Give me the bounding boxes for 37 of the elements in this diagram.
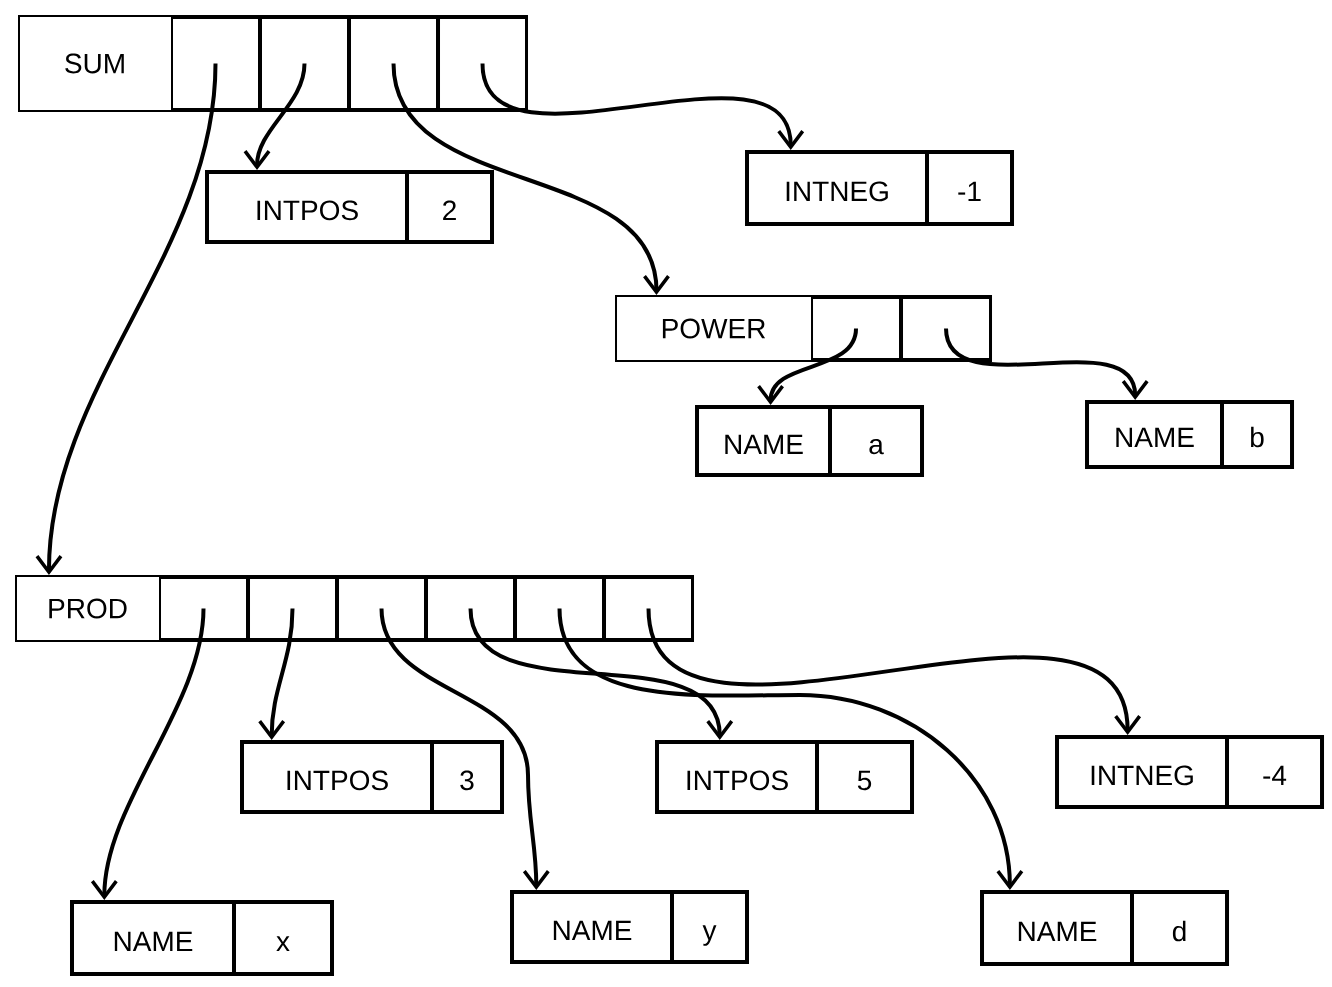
arrow <box>258 608 295 740</box>
pointer-cell <box>337 577 426 640</box>
value-box: NAME b <box>1085 400 1294 469</box>
pointer-cell <box>515 577 604 640</box>
pointer-cell <box>426 577 515 640</box>
value-box: INTPOS 5 <box>655 740 914 814</box>
arrow <box>35 63 218 575</box>
pointer-cell <box>438 17 527 110</box>
arrow <box>646 608 1142 735</box>
arrow <box>391 63 670 295</box>
value-box: INTPOS 2 <box>205 170 494 244</box>
value-box: NAME y <box>510 890 749 964</box>
pointer-cell <box>159 577 248 640</box>
value-box: INTNEG -1 <box>745 150 1014 226</box>
arrow <box>944 328 1149 400</box>
value-box: NAME x <box>70 900 334 976</box>
pointer-cell <box>901 297 991 360</box>
arrow <box>379 608 550 890</box>
pointer-cell <box>349 17 438 110</box>
value-box: NAME d <box>980 890 1229 966</box>
arrow <box>243 63 307 170</box>
record-box: SUM <box>18 15 528 112</box>
arrow <box>90 608 206 900</box>
value-box: NAME a <box>695 405 924 477</box>
value-box: INTNEG -4 <box>1055 735 1324 809</box>
pointer-cell <box>604 577 693 640</box>
record-box: PROD <box>15 575 694 642</box>
pointer-cell <box>260 17 349 110</box>
arrow <box>480 63 805 150</box>
record-box: POWER <box>615 295 992 362</box>
arrow <box>468 608 734 740</box>
pointer-cell <box>171 17 260 110</box>
arrow <box>557 608 1024 890</box>
pointer-cell <box>248 577 337 640</box>
value-box: INTPOS 3 <box>240 740 504 814</box>
arrow <box>757 328 858 405</box>
pointer-cell <box>811 297 901 360</box>
